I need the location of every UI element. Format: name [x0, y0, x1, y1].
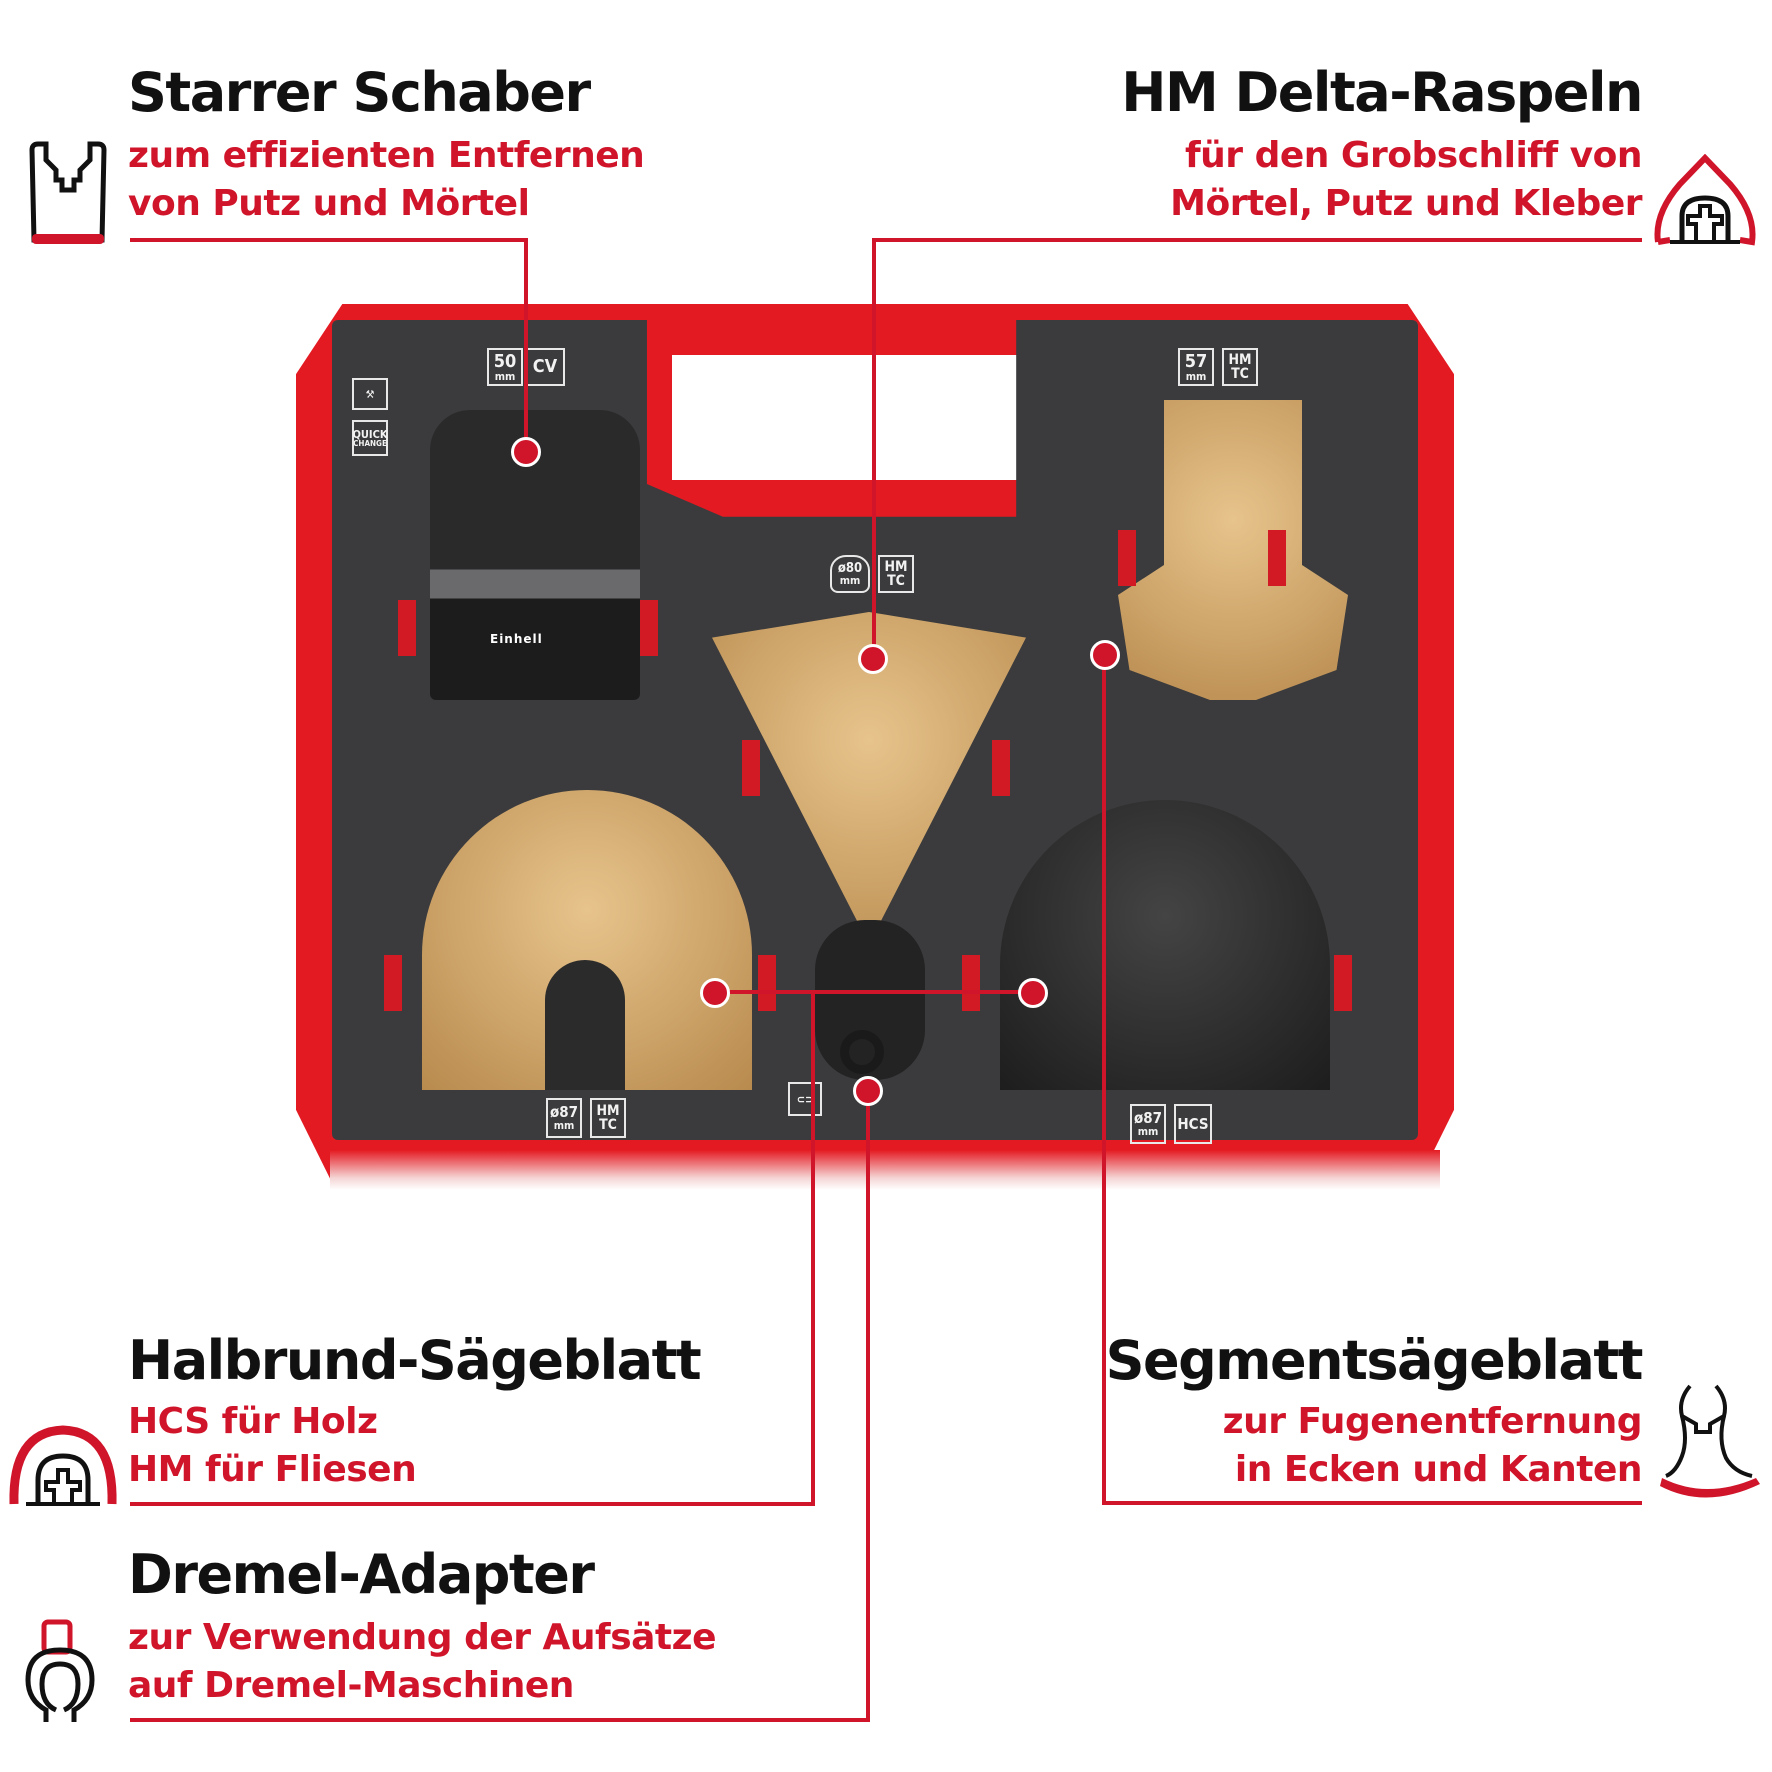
leader-line	[130, 1718, 870, 1722]
holder-clip	[1334, 955, 1352, 1011]
semicircle-hm-size-badge: ø87 mm	[546, 1098, 582, 1138]
holder-clip	[992, 740, 1010, 796]
semicircle-hm-size: ø87	[549, 1103, 579, 1121]
segment-blade-icon	[1660, 1384, 1760, 1498]
semicircle-hcs-size-badge: ø87 mm	[1130, 1104, 1166, 1144]
callout-desc-rasp-2: Mörtel, Putz und Kleber	[1170, 183, 1642, 224]
scraper-material: CV	[532, 356, 558, 377]
leader-line	[1102, 1501, 1642, 1505]
scraper-size: 50	[493, 350, 517, 372]
callout-dot-scraper	[511, 437, 541, 467]
leader-line	[811, 990, 815, 1506]
leader-line	[524, 238, 528, 448]
multitool-icon: ⚒	[352, 378, 388, 410]
leader-line	[872, 238, 1642, 242]
rasp-size: ø80	[837, 561, 863, 576]
callout-title-dremel: Dremel-Adapter	[128, 1543, 595, 1606]
holder-clip	[742, 740, 760, 796]
rasp-unit: mm	[839, 574, 861, 587]
leader-line	[872, 238, 876, 658]
leader-line	[130, 1502, 815, 1506]
callout-desc-segment-2: in Ecken und Kanten	[1234, 1449, 1643, 1490]
dremel-adapter-icon	[25, 1619, 95, 1722]
semicircle-hm-material-2: TC	[599, 1117, 617, 1133]
semicircle-hm-material-1: HM	[596, 1103, 620, 1119]
rasp-material-2: TC	[887, 573, 905, 589]
holder-clip	[384, 955, 402, 1011]
rasp-size-badge: ø80 mm	[830, 555, 870, 593]
scraper-unit: mm	[494, 369, 516, 383]
leader-line	[1102, 655, 1106, 1505]
callout-title-semicircle: Halbrund-Sägeblatt	[128, 1329, 702, 1392]
delta-rasp-icon	[1654, 154, 1756, 246]
segment-unit: mm	[1185, 369, 1207, 383]
holder-clip	[1118, 530, 1136, 586]
scraper-material-badge: CV	[525, 348, 565, 386]
segment-material-2: TC	[1231, 366, 1249, 382]
segment-size: 57	[1184, 350, 1208, 372]
holder-clip	[1268, 530, 1286, 586]
blade-mount	[545, 960, 625, 1090]
leader-line	[866, 1090, 870, 1722]
callout-dot-semicircle-hcs	[1018, 978, 1048, 1008]
callout-desc-segment-1: zur Fugenentfernung	[1222, 1401, 1643, 1442]
dremel-badge-icon: ⊂⊃	[788, 1082, 822, 1116]
semicircle-hm-material-badge: HM TC	[590, 1098, 626, 1138]
callout-dot-dremel	[853, 1076, 883, 1106]
callout-title-segment: Segmentsägeblatt	[1105, 1329, 1644, 1392]
quick-change-badge: QUICK CHANGE	[352, 420, 388, 456]
semicircle-blade-hcs	[1000, 800, 1330, 1090]
segment-material-1: HM	[1228, 352, 1252, 368]
rasp-material-badge: HM TC	[878, 555, 914, 593]
callout-desc-scraper-2: von Putz und Mörtel	[128, 183, 530, 224]
callout-dot-segment	[1090, 640, 1120, 670]
holder-clip	[640, 600, 658, 656]
quick-label: QUICK	[352, 427, 388, 441]
callout-desc-scraper-1: zum effizienten Entfernen	[128, 135, 645, 176]
semicircle-hcs-size: ø87	[1133, 1109, 1163, 1127]
callout-desc-semicircle-1: HCS für Holz	[128, 1401, 378, 1442]
dremel-adapter-ring	[840, 1030, 884, 1074]
callout-desc-dremel-1: zur Verwendung der Aufsätze	[128, 1617, 717, 1658]
change-label: CHANGE	[353, 438, 387, 448]
semicircle-blade-icon	[9, 1425, 117, 1506]
semicircle-hcs-material-badge: HCS	[1174, 1104, 1212, 1144]
callout-desc-rasp-1: für den Grobschliff von	[1185, 135, 1643, 176]
callout-dot-semicircle-hm	[700, 978, 730, 1008]
semicircle-hm-unit: mm	[553, 1119, 575, 1132]
leader-line	[130, 238, 528, 242]
callout-desc-semicircle-2: HM für Fliesen	[128, 1449, 417, 1490]
brand-logo: Einhell	[490, 632, 543, 646]
semicircle-hcs-unit: mm	[1137, 1125, 1159, 1138]
holder-clip	[398, 600, 416, 656]
holder-clip	[962, 955, 980, 1011]
rasp-material-1: HM	[884, 559, 908, 575]
callout-desc-dremel-2: auf Dremel-Maschinen	[128, 1665, 574, 1706]
segment-material-badge: HM TC	[1222, 348, 1258, 386]
case-handle-opening	[672, 355, 1082, 480]
segment-size-badge: 57 mm	[1178, 348, 1214, 386]
holder-clip	[758, 955, 776, 1011]
callout-dot-rasp	[858, 644, 888, 674]
callout-title-rasp: HM Delta-Raspeln	[1121, 61, 1643, 124]
leader-line	[712, 990, 1032, 994]
case-base	[330, 1150, 1440, 1190]
callout-title-scraper: Starrer Schaber	[128, 61, 591, 124]
scraper-size-badge: 50 mm	[487, 348, 523, 386]
semicircle-hcs-material: HCS	[1177, 1114, 1209, 1133]
rigid-scraper-icon	[29, 141, 107, 244]
